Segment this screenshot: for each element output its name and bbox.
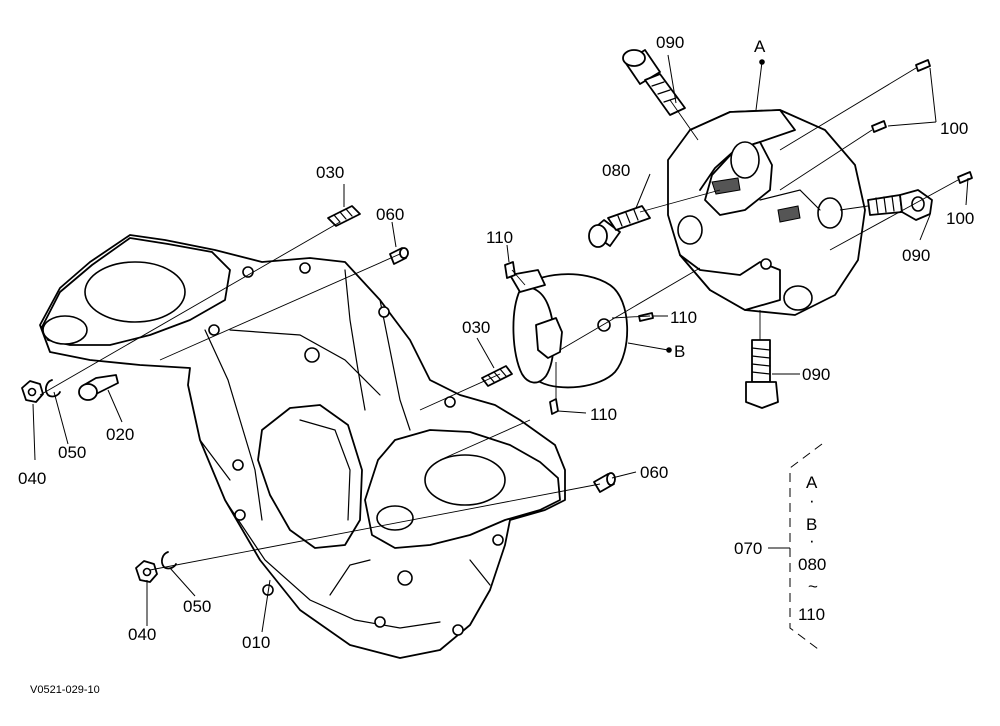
leader-lines: [32, 54, 969, 633]
bolt-090-right: [867, 189, 933, 221]
assembly-group-line-dot-1: ·: [809, 491, 815, 510]
assembly-group-label: 070: [734, 539, 762, 558]
label-050-bottom: 050: [183, 597, 211, 616]
label-030-top: 030: [316, 163, 344, 182]
label-040-bottom: 040: [128, 625, 156, 644]
label-ref-a: A: [754, 37, 766, 56]
part-labels: 010 020 030 030 040 040 050 050 060 060 …: [18, 33, 974, 652]
label-110-bottom: 110: [590, 405, 617, 424]
label-100-right: 100: [946, 209, 974, 228]
bolt-090-top: [622, 49, 686, 116]
stud-030-mid: [481, 365, 513, 387]
bolt-090-bottom: [745, 339, 779, 409]
assembly-axis-lines: [39, 67, 959, 571]
assembly-group-line-dot-2: ·: [809, 531, 815, 550]
label-060-top: 060: [376, 205, 404, 224]
label-060-bottom: 060: [640, 463, 668, 482]
ref-b-bullet: [666, 347, 672, 353]
nut-040-top: [21, 380, 44, 403]
assembly-group-line-110: 110: [798, 605, 825, 624]
label-030-mid: 030: [462, 318, 490, 337]
bolt-080: [588, 205, 651, 248]
label-ref-b: B: [674, 342, 685, 361]
label-090-bottom: 090: [802, 365, 830, 384]
washer-050-top: [45, 379, 61, 398]
figure-code: V0521-029-10: [30, 684, 100, 696]
label-020: 020: [106, 425, 134, 444]
label-100-top: 100: [940, 119, 968, 138]
pins-100: [871, 59, 973, 184]
label-010: 010: [242, 633, 270, 652]
label-080: 080: [602, 161, 630, 180]
coupling-hub-b: [504, 261, 654, 415]
coupling-element-a: [667, 109, 866, 316]
label-090-right: 090: [902, 246, 930, 265]
assembly-group-line-b: B: [806, 515, 817, 534]
label-110-top: 110: [486, 228, 513, 247]
assembly-group-bracket: [789, 443, 823, 653]
pin-060-top: [389, 247, 409, 265]
label-110-mid: 110: [670, 308, 697, 327]
bolt-020: [78, 374, 119, 401]
assembly-group-line-tilde: ~: [808, 577, 818, 596]
assembly-group-line-080: 080: [798, 555, 826, 574]
assembly-group-line-a: A: [806, 473, 818, 492]
label-090-top: 090: [656, 33, 684, 52]
flywheel-housing: [39, 234, 566, 659]
stud-030-top: [327, 205, 361, 227]
nut-040-bottom: [135, 560, 158, 583]
ref-a-bullet: [759, 59, 765, 65]
pin-060-bottom: [593, 472, 616, 493]
label-050-top: 050: [58, 443, 86, 462]
label-040-top: 040: [18, 469, 46, 488]
assembly-group-legend: 070 A · B · 080 ~ 110: [734, 473, 826, 624]
